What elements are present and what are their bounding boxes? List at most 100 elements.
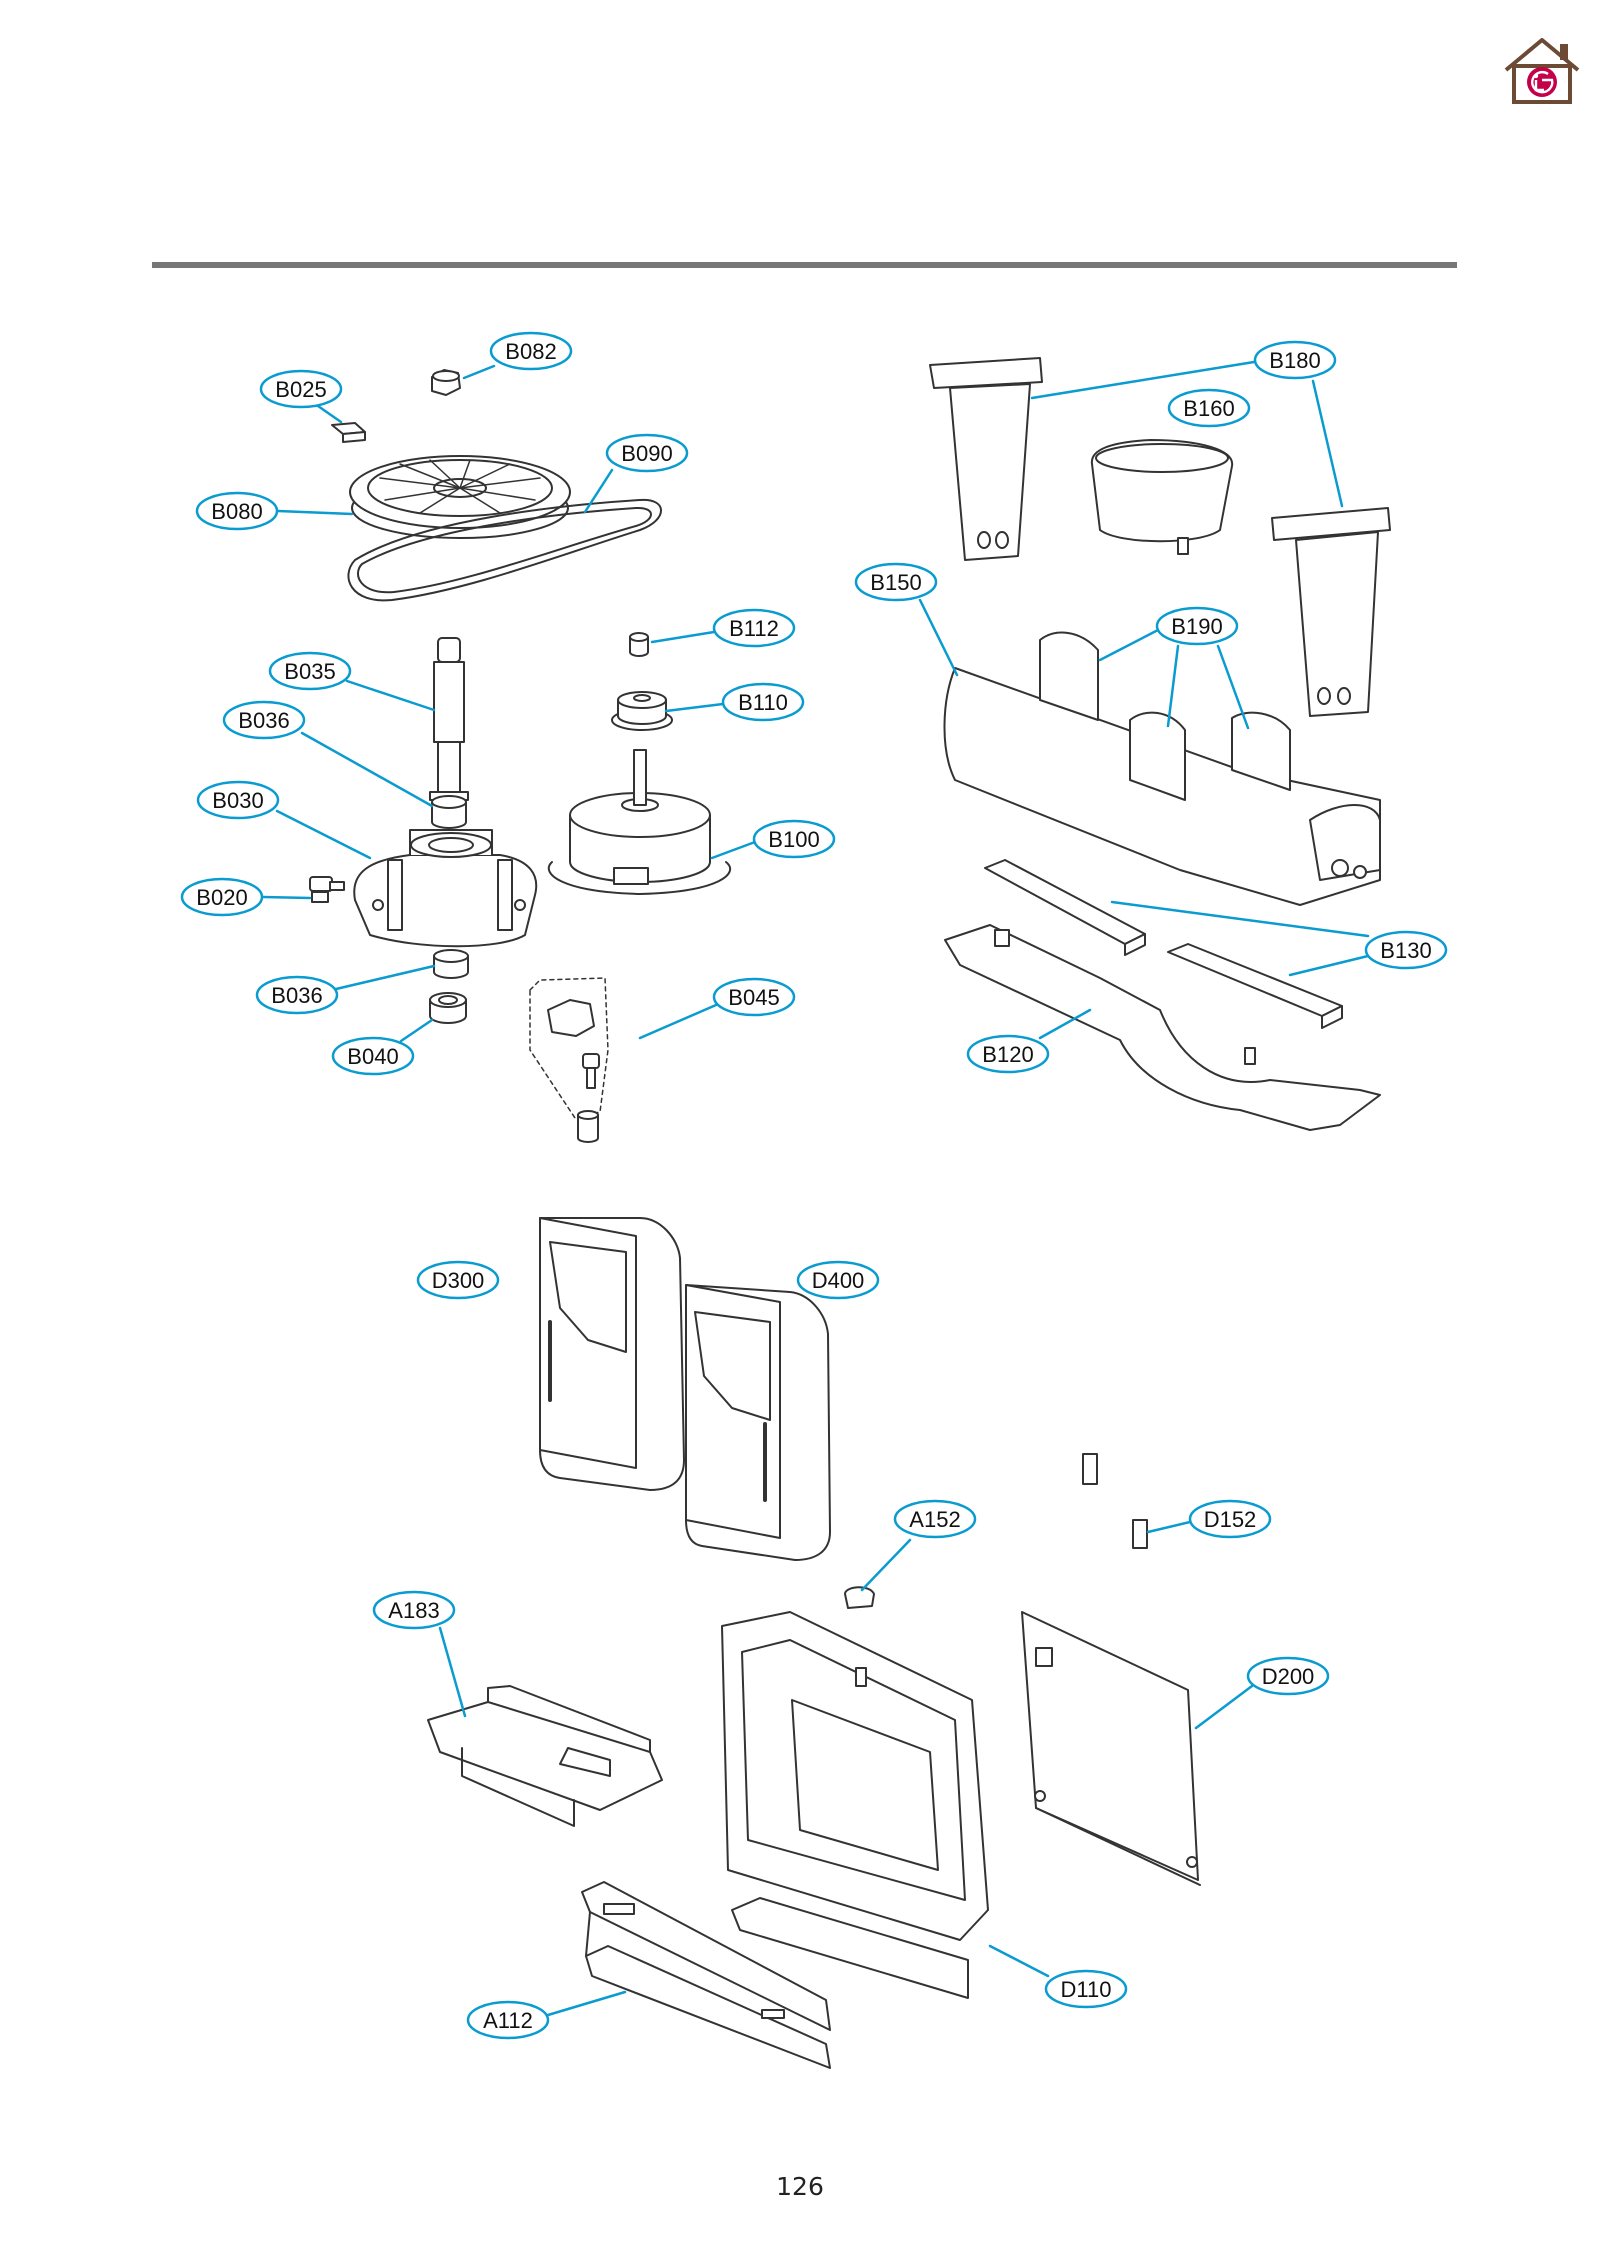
part-b025-key: [331, 422, 366, 443]
part-b080-pulley: [349, 455, 571, 539]
leader-line-b150: [918, 598, 959, 677]
part-b112-cap: [629, 632, 649, 657]
leader-line-a183: [438, 1626, 467, 1718]
callout-label: D300: [432, 1268, 485, 1293]
part-a183-drawer-bracket: [427, 1685, 663, 1827]
callout-b040: B040: [331, 1036, 415, 1076]
leader-line-b112: [650, 630, 716, 644]
part-b045-lock-kit: [529, 977, 609, 1143]
callout-a183: A183: [372, 1590, 456, 1630]
part-d200-panel: [1021, 1611, 1201, 1886]
part-d400-bin: [685, 1284, 831, 1561]
part-b130-rail-2: [1167, 943, 1343, 1029]
page-number: 126: [776, 2172, 824, 2201]
callout-b045: B045: [712, 977, 796, 1017]
leader-line-a112: [546, 1990, 627, 2017]
callout-a152: A152: [893, 1499, 977, 1539]
callout-b130: B130: [1364, 930, 1448, 970]
part-d152-clip-2: [1132, 1519, 1148, 1549]
leader-line-d200: [1194, 1684, 1254, 1730]
callout-label: B080: [211, 499, 262, 524]
callout-label: B036: [271, 983, 322, 1008]
callout-d200: D200: [1246, 1656, 1330, 1696]
part-b160-cup: [1090, 439, 1234, 555]
callout-label: D400: [812, 1268, 865, 1293]
part-b120-frame-lower: [944, 924, 1381, 1131]
callout-label: D152: [1204, 1507, 1257, 1532]
callout-label: A152: [909, 1507, 960, 1532]
callout-label: B110: [738, 690, 788, 715]
part-b180-bracket-left: [929, 357, 1043, 561]
callout-label: B160: [1183, 396, 1234, 421]
lg-home-icon: [1504, 38, 1580, 104]
callout-b100: B100: [752, 819, 836, 859]
part-b040-seal: [429, 992, 467, 1024]
leader-line-d152: [1146, 1520, 1192, 1534]
leader-line-b090: [583, 468, 614, 514]
callout-b080: B080: [195, 491, 279, 531]
callout-b120: B120: [966, 1034, 1050, 1074]
callout-label: B090: [621, 441, 672, 466]
callout-label: B040: [347, 1044, 398, 1069]
leader-line-a152: [860, 1538, 912, 1592]
part-d110-frame: [721, 1611, 989, 1999]
callout-label: B130: [1380, 938, 1431, 963]
callout-label: B100: [768, 827, 819, 852]
part-b035-shaft: [429, 637, 469, 801]
leader-line-b190: [1098, 628, 1160, 662]
part-b180-bracket-right: [1271, 507, 1391, 717]
callout-d152: D152: [1188, 1499, 1272, 1539]
callout-label: A183: [388, 1598, 439, 1623]
part-b036-bearing-upper: [431, 795, 467, 829]
leader-line-b080: [276, 509, 354, 516]
leader-line-b180: [1311, 379, 1344, 508]
leader-line-b120: [1038, 1008, 1092, 1040]
leader-line-b100: [710, 840, 757, 860]
callout-b150: B150: [854, 562, 938, 602]
callout-d110: D110: [1044, 1969, 1128, 2009]
part-b082-nut: [431, 369, 461, 396]
callout-label: B036: [238, 708, 289, 733]
callout-b180: B180: [1253, 340, 1337, 380]
part-b020-fitting: [309, 876, 345, 903]
part-a112-plate: [581, 1881, 831, 2069]
callout-label: B030: [212, 788, 263, 813]
part-b150-top-frame: [943, 631, 1381, 906]
callout-label: D110: [1061, 1977, 1112, 2002]
callout-a112: A112: [466, 2000, 550, 2040]
callout-label: B112: [729, 616, 779, 641]
leader-line-b036b: [334, 964, 436, 991]
leader-line-b130: [1288, 954, 1370, 977]
part-b090-belt: [347, 498, 662, 602]
leader-line-b030: [275, 809, 372, 860]
callout-label: B150: [870, 570, 921, 595]
leader-line-d110: [988, 1944, 1050, 1978]
part-b130-rail-1: [984, 859, 1146, 956]
callout-b036a: B036: [222, 700, 306, 740]
callout-d400: D400: [796, 1260, 880, 1300]
callout-b035: B035: [268, 651, 352, 691]
callout-label: A112: [483, 2008, 533, 2033]
leader-line-b020: [261, 895, 312, 900]
callout-b160: B160: [1167, 388, 1251, 428]
callout-b020: B020: [180, 877, 264, 917]
part-b110-coupling: [611, 691, 673, 731]
leader-line-b190: [1216, 644, 1250, 730]
leader-line-b190: [1166, 644, 1180, 728]
leader-line-b035: [345, 679, 436, 712]
part-b030-housing: [353, 829, 538, 948]
callout-label: B180: [1269, 348, 1320, 373]
callout-label: B035: [284, 659, 335, 684]
callout-b110: B110: [721, 682, 805, 722]
part-b100-motor: [547, 749, 732, 895]
leader-line-b082: [462, 364, 496, 380]
callout-label: B020: [196, 885, 247, 910]
callout-b030: B030: [196, 780, 280, 820]
leader-line-b025: [316, 404, 343, 424]
leader-line-b036a: [300, 731, 434, 808]
callout-label: B082: [505, 339, 556, 364]
header-divider: [152, 262, 1457, 268]
callout-d300: D300: [416, 1260, 500, 1300]
